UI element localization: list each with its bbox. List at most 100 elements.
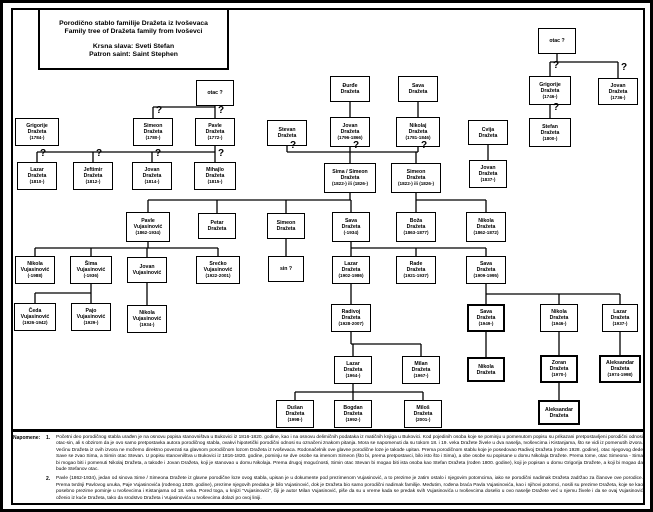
person-name-line: Dražeta xyxy=(285,411,305,418)
person-name-line: Rade xyxy=(409,261,423,268)
person-name-line: Dražeta xyxy=(340,129,360,136)
uncertain-link-question-mark: ? xyxy=(553,60,560,71)
person-dates: (1837-) xyxy=(480,177,496,183)
person-dates: (1970-) xyxy=(551,372,567,378)
person-name-line: Dražeta xyxy=(142,173,162,180)
person-name-line: Mihajlo xyxy=(206,167,224,174)
person-name-line: Sima / Simeon xyxy=(332,169,368,176)
person-name-line: Nikola xyxy=(27,261,43,268)
person-name-line: Radivoj xyxy=(341,309,361,316)
person-name-line: Dražeta xyxy=(610,315,630,322)
uncertain-link-question-mark: ? xyxy=(155,148,162,159)
person-name-line: Dražeta xyxy=(408,89,428,95)
person-dates: (1998-) xyxy=(287,417,303,423)
person-dates: (1992-) xyxy=(345,417,361,423)
person-name-line: Srećko xyxy=(209,261,227,268)
uncertain-link-question-mark: ? xyxy=(553,102,560,113)
person-name-line: Dražeta xyxy=(207,226,227,232)
person-dates: (1921-1937) xyxy=(403,273,429,279)
uncertain-link-question-mark: ? xyxy=(353,140,360,151)
person-dates: (1937-) xyxy=(612,321,628,327)
person-name-line: Sava xyxy=(344,218,358,225)
person-name-line: Aleksandar xyxy=(545,406,573,413)
person-name-line: Miloš xyxy=(416,405,430,412)
person-name-line: Dražeta xyxy=(549,315,569,322)
person-name-line: Simeon xyxy=(143,123,163,130)
person-name-line: Grigorije xyxy=(539,81,561,88)
person-name-line: Vujasinović xyxy=(132,316,162,323)
person-name-line: Dražeta xyxy=(406,267,426,274)
person-dates: (1822-) ili (1826-) xyxy=(398,181,434,187)
patron-saint-english: Patron saint: Saint Stephen xyxy=(89,50,178,58)
person-box-otac-right: otac ? xyxy=(538,28,576,54)
person-dates: (1800-) xyxy=(542,135,558,141)
person-name-line: Lazar xyxy=(30,167,44,174)
person-dates: (1902-1986) xyxy=(338,273,364,279)
person-name-line: Sava xyxy=(479,261,493,268)
person-name-line: Dražeta xyxy=(143,129,163,136)
patron-saint-serbian: Krsna slava: Sveti Stefan xyxy=(92,42,175,50)
person-name-line: Simeon xyxy=(276,220,296,226)
uncertain-link-question-mark: ? xyxy=(218,148,225,159)
person-dates: (1934-) xyxy=(139,322,155,328)
person-name-line: Dražeta xyxy=(476,369,496,376)
person-dates: (1781-1846) xyxy=(405,135,431,141)
notes-items: 1. Početni deo porodičnog stabla urađen … xyxy=(46,435,643,505)
person-name-line: Dražeta xyxy=(478,171,498,178)
person-name-line: Stevan xyxy=(278,127,296,133)
person-dates: (1780-) xyxy=(145,135,161,141)
person-name-line: Boža xyxy=(409,218,423,225)
person-dates: (1974-1998) xyxy=(607,372,633,378)
person-dates: (-1988) xyxy=(27,273,43,279)
person-name-line: Pajo xyxy=(85,308,97,315)
person-name-line: Dražeta xyxy=(406,224,426,231)
person-name-line: Dražeta xyxy=(413,411,433,418)
person-name-line: Zoran xyxy=(551,360,567,367)
person-name-line: Dražeta xyxy=(205,129,225,136)
person-dates: (1772-) xyxy=(207,135,223,141)
title-serbian: Porodično stablo familije Dražeta iz Ivo… xyxy=(59,19,208,27)
person-name-line: Cvija xyxy=(481,126,495,133)
person-dates: (1796-1866) xyxy=(337,135,363,141)
title-english: Family tree of Dražeta family from Ivoše… xyxy=(64,27,203,35)
person-dates: (1946-) xyxy=(551,321,567,327)
person-name-line: Jovan xyxy=(139,264,155,270)
person-dates: (1784-) xyxy=(29,135,45,141)
person-name-line: Nikola xyxy=(551,309,567,316)
person-dates: (1810-) xyxy=(29,179,45,185)
person-name-line: Lazar xyxy=(346,361,360,368)
person-name-line: Sava xyxy=(479,309,493,316)
note-item-1: 1. Početni deo porodičnog stabla urađen … xyxy=(46,435,643,473)
person-name-line: Jovan xyxy=(610,82,626,89)
person-name-line: Dražeta xyxy=(83,173,103,180)
person-name-line: Dražeta xyxy=(540,87,560,94)
person-name-line: Dražeta xyxy=(476,315,496,322)
person-dates: (1863-1877) xyxy=(403,230,429,236)
person-name-line: Vujasinović xyxy=(76,267,106,274)
person-name-line: Dražeta xyxy=(406,175,426,182)
person-name-line: Grigorije xyxy=(26,123,48,130)
uncertain-link-question-mark: ? xyxy=(40,148,47,159)
person-name-line: Bogdan xyxy=(343,405,363,412)
